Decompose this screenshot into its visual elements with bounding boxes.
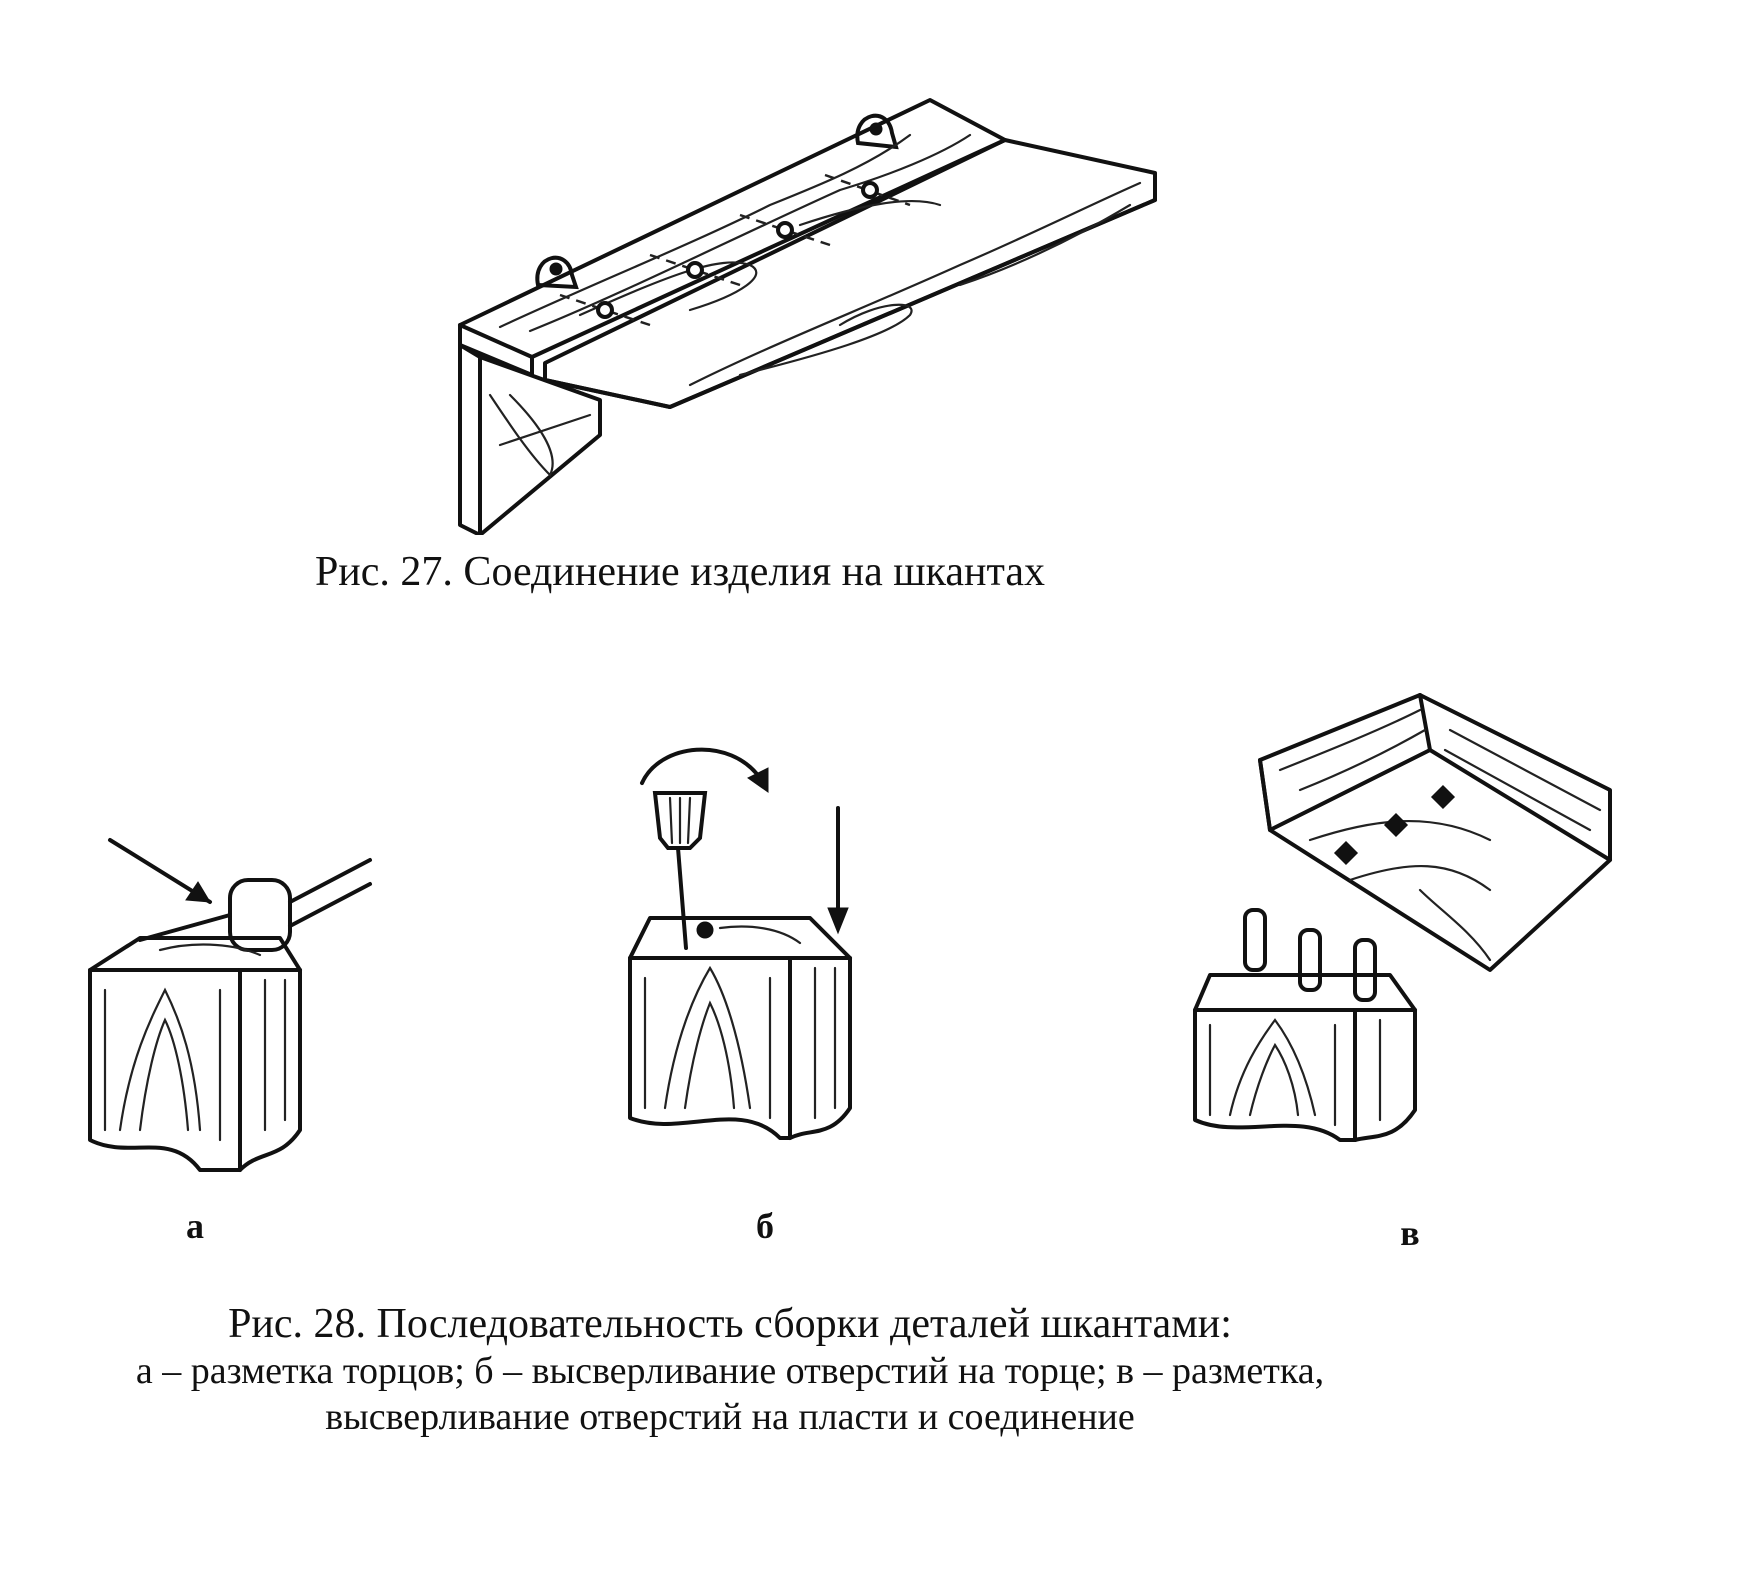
hole-icon (1430, 784, 1456, 810)
shelf-side-edge (458, 343, 482, 537)
dowel-icon (1298, 928, 1322, 992)
rotation-arrow-icon (640, 747, 762, 785)
drill-bit-icon (676, 846, 688, 950)
lug-hole-icon (549, 262, 563, 276)
shelf-illustration (440, 95, 1180, 537)
dowel-icon (1243, 908, 1267, 972)
figure28-caption-line3: высверливание отверстий на пласти и соед… (325, 1396, 1135, 1438)
panel-b-label: б (756, 1206, 774, 1246)
panel-c-label: в (1400, 1213, 1420, 1253)
panel-a-label: а (186, 1206, 204, 1246)
figure28-caption-line2: а – разметка торцов; б – высверливание о… (135, 1350, 1325, 1392)
shelf-back-board (458, 98, 1007, 359)
shelf-bracket-board (478, 355, 602, 537)
shelf-svg (458, 98, 1157, 537)
dowel-icon (686, 261, 704, 279)
block-top (628, 916, 852, 960)
dowel-icon (861, 181, 879, 199)
figure28-caption-line1: Рис. 28. Последовательность сборки детал… (228, 1301, 1232, 1347)
panel-a-illustration (80, 830, 380, 1180)
shelf-front-board (543, 138, 1157, 409)
panel-c-illustration (1190, 690, 1630, 1150)
block-front (628, 956, 792, 1140)
dowel-icon (596, 301, 614, 319)
dowel-hidden-icon (824, 173, 911, 207)
block-front (88, 968, 242, 1172)
figure27-caption: Рис. 27. Соединение изделия на шкантах (314, 549, 1046, 595)
dowel-icon (1353, 938, 1377, 1002)
dowel-icon (776, 221, 794, 239)
panel-b-illustration (620, 738, 890, 1158)
block-top (1193, 973, 1417, 1012)
block-front (1193, 1008, 1357, 1142)
hole-icon (1333, 840, 1359, 866)
block-top (88, 936, 302, 972)
hole-icon (1383, 812, 1409, 838)
drilled-hole-icon (696, 921, 714, 939)
